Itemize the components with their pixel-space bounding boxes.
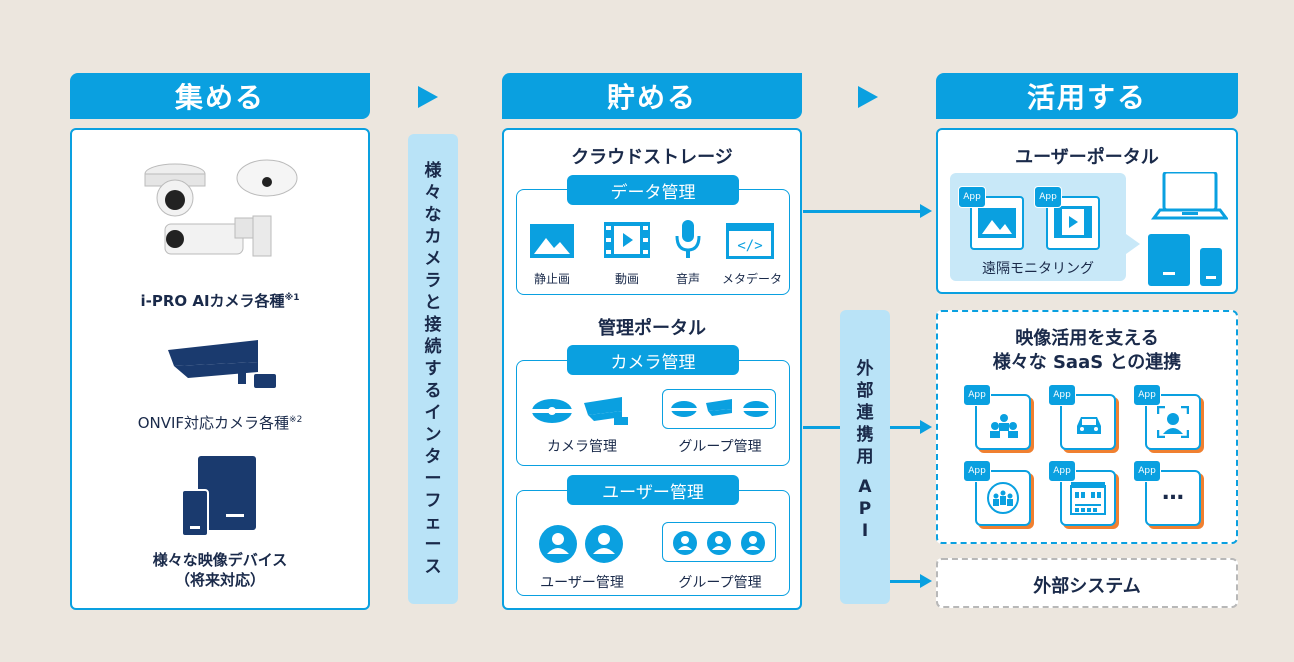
header-use: 活用する bbox=[936, 73, 1238, 119]
camera-group-label: グループ管理 bbox=[678, 439, 762, 455]
remote-monitoring-label: 遠隔モニタリング bbox=[982, 261, 1094, 277]
video-device-icon bbox=[182, 456, 256, 536]
store-shelf-icon bbox=[1070, 482, 1106, 515]
data-mgmt-pill: データ管理 bbox=[567, 175, 739, 205]
devices-icon bbox=[1148, 172, 1228, 286]
header-collect: 集める bbox=[70, 73, 370, 119]
car-icon bbox=[1077, 417, 1101, 434]
connector-api bbox=[803, 426, 840, 429]
app-tag-icon: App bbox=[1034, 186, 1062, 208]
ai-camera-icon bbox=[144, 159, 298, 257]
user-group-icons bbox=[673, 531, 765, 555]
app-tag-icon: App bbox=[1133, 384, 1161, 406]
ai-camera-label: i-PRO AIカメラ各種※1 bbox=[140, 292, 300, 310]
saas-title-2: 様々な SaaS との連携 bbox=[992, 352, 1182, 373]
video-icon bbox=[604, 222, 650, 258]
connector-external-head bbox=[920, 574, 932, 588]
face-recognition-icon bbox=[1157, 406, 1189, 438]
user-group-label: グループ管理 bbox=[678, 575, 762, 591]
flow-arrow-2 bbox=[858, 86, 878, 108]
connector-saas-head bbox=[920, 420, 932, 434]
cloud-storage-title: クラウドストレージ bbox=[571, 147, 733, 168]
flow-arrow-1 bbox=[418, 86, 438, 108]
people-icon bbox=[990, 414, 1018, 438]
onvif-camera-icon bbox=[168, 340, 276, 388]
image-icon bbox=[530, 224, 574, 258]
metadata-icon: </> bbox=[726, 223, 774, 259]
camera-group-icons bbox=[671, 399, 769, 417]
header-store: 貯める bbox=[502, 73, 802, 119]
camera-mgmt-pill: カメラ管理 bbox=[567, 345, 739, 375]
camera-icons bbox=[532, 397, 628, 425]
data-item-audio: 音声 bbox=[675, 272, 700, 286]
app-tag-icon: App bbox=[1133, 460, 1161, 482]
connector-portal bbox=[803, 210, 921, 213]
more-apps-ellipsis: … bbox=[1162, 480, 1184, 505]
data-item-meta: メタデータ bbox=[721, 272, 782, 286]
crowd-icon bbox=[987, 482, 1019, 514]
user-mgmt-pill: ユーザー管理 bbox=[567, 475, 739, 505]
data-item-video: 動画 bbox=[614, 272, 639, 286]
microphone-icon bbox=[675, 220, 701, 258]
user-portal-title: ユーザーポータル bbox=[1015, 147, 1159, 168]
app-tag-icon: App bbox=[1048, 460, 1076, 482]
camera-mgmt-label: カメラ管理 bbox=[547, 439, 617, 455]
interface-bar: 様々なカメラと接続するインターフェース bbox=[408, 134, 458, 604]
onvif-camera-label: ONVIF対応カメラ各種※2 bbox=[137, 414, 303, 432]
user-mgmt-label: ユーザー管理 bbox=[540, 575, 624, 591]
app-tag-icon: App bbox=[963, 460, 991, 482]
external-system-panel bbox=[936, 558, 1238, 608]
app-tag-icon: App bbox=[963, 384, 991, 406]
app-image-icon bbox=[978, 208, 1016, 238]
external-system-label: 外部システム bbox=[1033, 576, 1141, 597]
saas-title-1: 映像活用を支える bbox=[1015, 328, 1159, 349]
data-item-still: 静止画 bbox=[533, 272, 570, 286]
video-device-label-2: （将来対応） bbox=[174, 571, 265, 589]
app-tag-icon: App bbox=[1048, 384, 1076, 406]
app-video-icon bbox=[1054, 206, 1092, 238]
user-icons bbox=[539, 525, 623, 563]
video-device-label-1: 様々な映像デバイス bbox=[152, 551, 288, 569]
management-portal-title: 管理ポータル bbox=[598, 318, 706, 339]
connector-saas bbox=[890, 426, 921, 429]
bubble-tail bbox=[1126, 234, 1140, 254]
connector-portal-head bbox=[920, 204, 932, 218]
connector-external bbox=[890, 580, 921, 583]
app-tag-icon: App bbox=[958, 186, 986, 208]
svg-text:</>: </> bbox=[737, 238, 762, 254]
